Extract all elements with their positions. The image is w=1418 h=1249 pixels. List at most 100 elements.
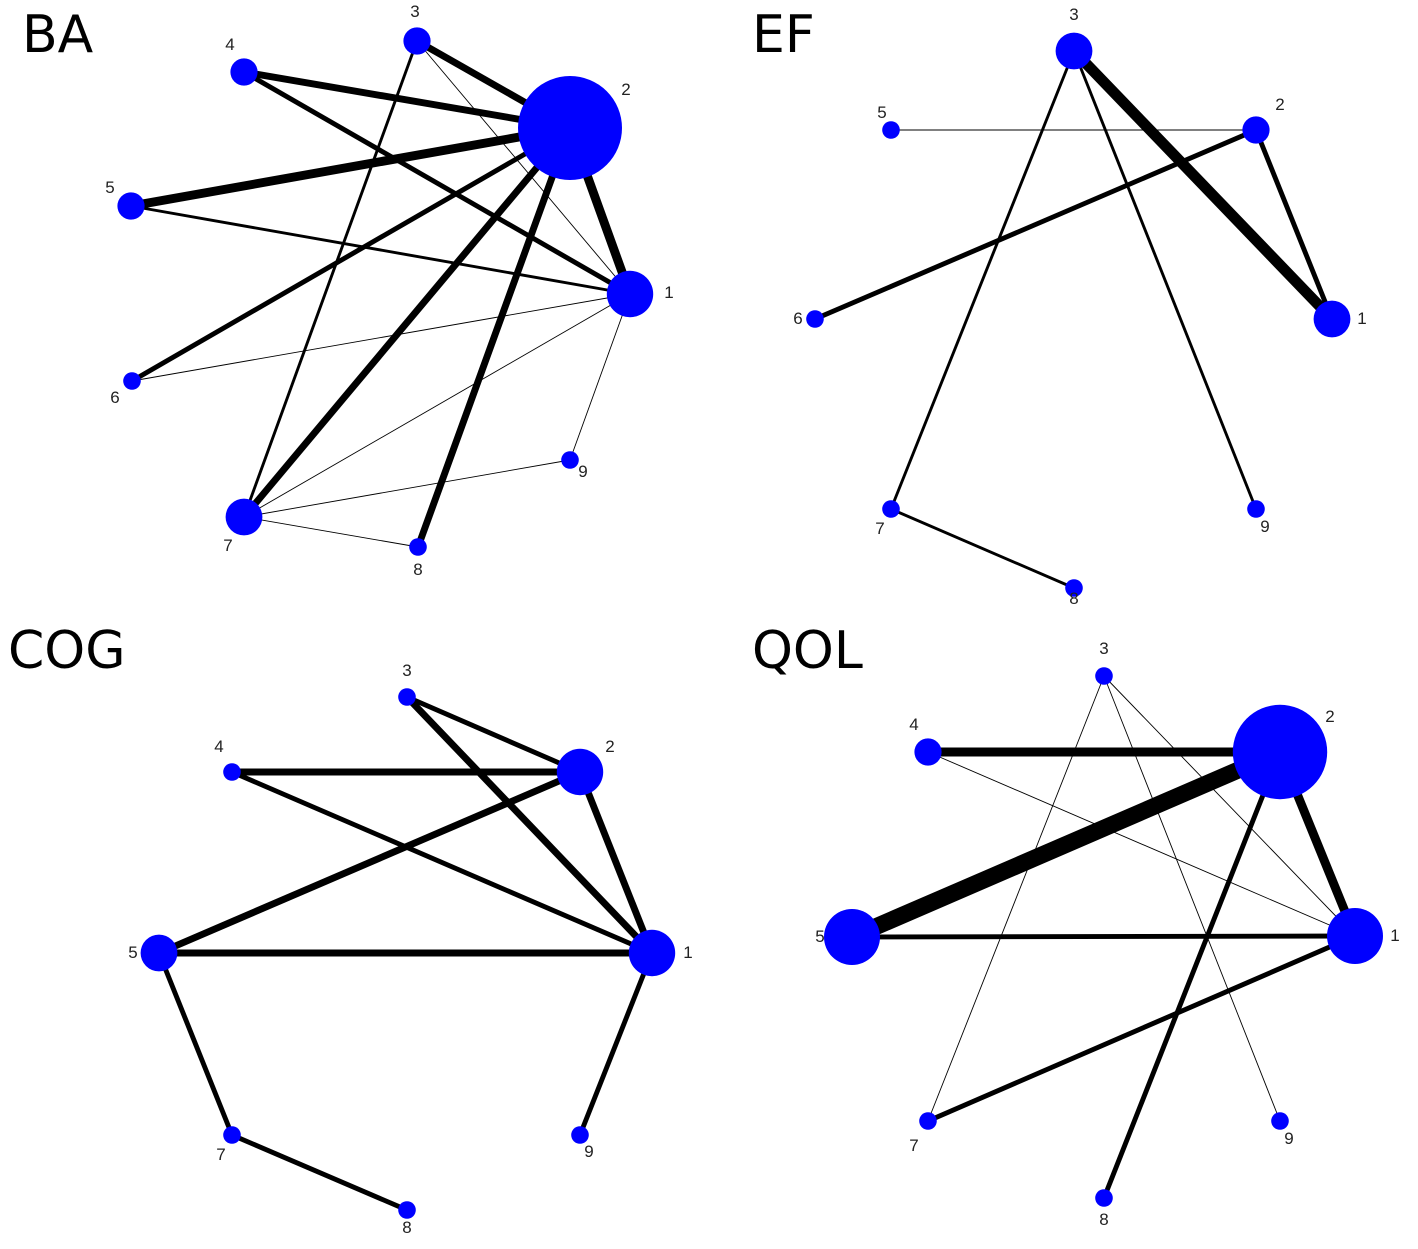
cog-node-2 — [556, 748, 604, 796]
ba-node-label-8: 8 — [413, 560, 422, 579]
cog-node-3 — [398, 688, 416, 706]
panel-ba-edges — [130, 38, 635, 549]
ef-edge-3-1 — [1070, 47, 1336, 323]
ba-node-5 — [117, 192, 145, 220]
ef-node-label-7: 7 — [875, 519, 884, 538]
cog-edge-4-1 — [231, 769, 653, 956]
panel-title-ef: EF — [752, 5, 815, 65]
cog-edge-3-2 — [406, 694, 581, 775]
qol-node-label-5: 5 — [815, 927, 824, 946]
cog-edge-1-9 — [577, 952, 655, 1136]
ba-edge-7-8 — [243, 516, 419, 548]
ba-edge-8-2 — [414, 126, 574, 549]
ba-edge-6-1 — [131, 293, 631, 382]
qol-edge-3-1 — [1103, 675, 1356, 937]
ef-node-label-6: 6 — [793, 309, 802, 328]
cog-node-label-1: 1 — [683, 943, 692, 962]
cog-node-label-5: 5 — [128, 943, 137, 962]
ef-node-label-9: 9 — [1260, 517, 1269, 536]
ba-node-label-6: 6 — [110, 388, 119, 407]
panel-ef-edges — [814, 47, 1336, 590]
cog-node-1 — [628, 929, 676, 977]
ba-node-7 — [225, 498, 263, 536]
cog-node-label-2: 2 — [605, 737, 614, 756]
qol-edge-3-9 — [1103, 675, 1281, 1122]
ba-node-9 — [561, 451, 579, 469]
cog-node-8 — [398, 1201, 416, 1219]
ef-node-label-2: 2 — [1275, 95, 1284, 114]
qol-edge-4-1 — [927, 751, 1356, 937]
ba-node-label-3: 3 — [410, 2, 419, 21]
ef-edge-3-7 — [889, 50, 1076, 510]
ba-node-label-1: 1 — [664, 283, 673, 302]
qol-edge-3-7 — [927, 675, 1105, 1122]
ef-node-2 — [1242, 116, 1270, 144]
ba-node-4 — [230, 58, 258, 86]
cog-node-5 — [140, 934, 178, 972]
cog-node-label-3: 3 — [402, 661, 411, 680]
cog-edge-2-1 — [576, 770, 656, 955]
ba-edge-7-3 — [242, 40, 419, 518]
qol-edge-8-2 — [1101, 751, 1283, 1199]
panel-title-ba: BA — [22, 5, 94, 65]
panel-cog-nodes: 1 2 3 4 5 7 8 9 — [128, 661, 692, 1237]
ef-node-label-5: 5 — [877, 103, 886, 122]
ef-node-3 — [1055, 32, 1093, 70]
qol-node-2 — [1232, 704, 1328, 800]
cog-node-9 — [571, 1126, 589, 1144]
cog-node-label-7: 7 — [216, 1145, 225, 1164]
ef-edge-6-2 — [814, 127, 1257, 322]
ba-node-label-9: 9 — [578, 462, 587, 481]
ba-node-1 — [606, 270, 654, 318]
cog-node-label-8: 8 — [402, 1218, 411, 1237]
ba-edge-4-1 — [242, 69, 632, 297]
cog-node-label-9: 9 — [584, 1142, 593, 1161]
ef-node-7 — [882, 500, 900, 518]
qol-node-label-4: 4 — [909, 715, 918, 734]
ef-node-8 — [1065, 579, 1083, 597]
panel-cog-edges — [156, 694, 656, 1213]
ba-edge-7-2 — [241, 125, 573, 520]
ba-edge-7-9 — [243, 459, 571, 518]
qol-edge-5-2 — [848, 744, 1284, 945]
ba-edge-5-2 — [130, 123, 571, 211]
qol-node-1 — [1327, 908, 1383, 964]
ba-node-label-5: 5 — [105, 178, 114, 197]
ef-edge-3-9 — [1072, 50, 1258, 510]
ba-edge-4-2 — [243, 68, 571, 132]
ef-edge-7-8 — [890, 507, 1075, 590]
ef-node-6 — [806, 310, 824, 328]
qol-node-label-3: 3 — [1099, 639, 1108, 658]
cog-edge-7-8 — [231, 1132, 408, 1213]
ef-node-label-8: 8 — [1069, 589, 1078, 608]
cog-node-7 — [223, 1126, 241, 1144]
qol-node-label-2: 2 — [1325, 707, 1334, 726]
ef-node-9 — [1247, 500, 1265, 518]
qol-node-7 — [919, 1112, 937, 1130]
ba-node-label-2: 2 — [621, 80, 630, 99]
ba-edge-3-1 — [416, 40, 631, 295]
ef-node-label-1: 1 — [1357, 309, 1366, 328]
qol-edge-5-1 — [851, 933, 1356, 940]
qol-node-5 — [824, 909, 880, 965]
qol-edge-7-1 — [927, 933, 1356, 1124]
ef-edge-2-1 — [1253, 129, 1335, 320]
qol-node-8 — [1095, 1189, 1113, 1207]
cog-edge-5-7 — [156, 952, 235, 1136]
qol-node-label-1: 1 — [1390, 926, 1399, 945]
qol-node-label-8: 8 — [1099, 1210, 1108, 1229]
qol-node-label-7: 7 — [909, 1136, 918, 1155]
ba-edge-5-1 — [130, 204, 631, 296]
cog-edge-3-1 — [404, 694, 655, 956]
cog-edge-5-2 — [157, 768, 582, 957]
cog-node-label-4: 4 — [214, 737, 223, 756]
ba-node-2 — [518, 76, 622, 180]
ef-node-5 — [882, 121, 900, 139]
ba-node-label-7: 7 — [223, 536, 232, 555]
ba-edge-7-1 — [243, 293, 631, 518]
